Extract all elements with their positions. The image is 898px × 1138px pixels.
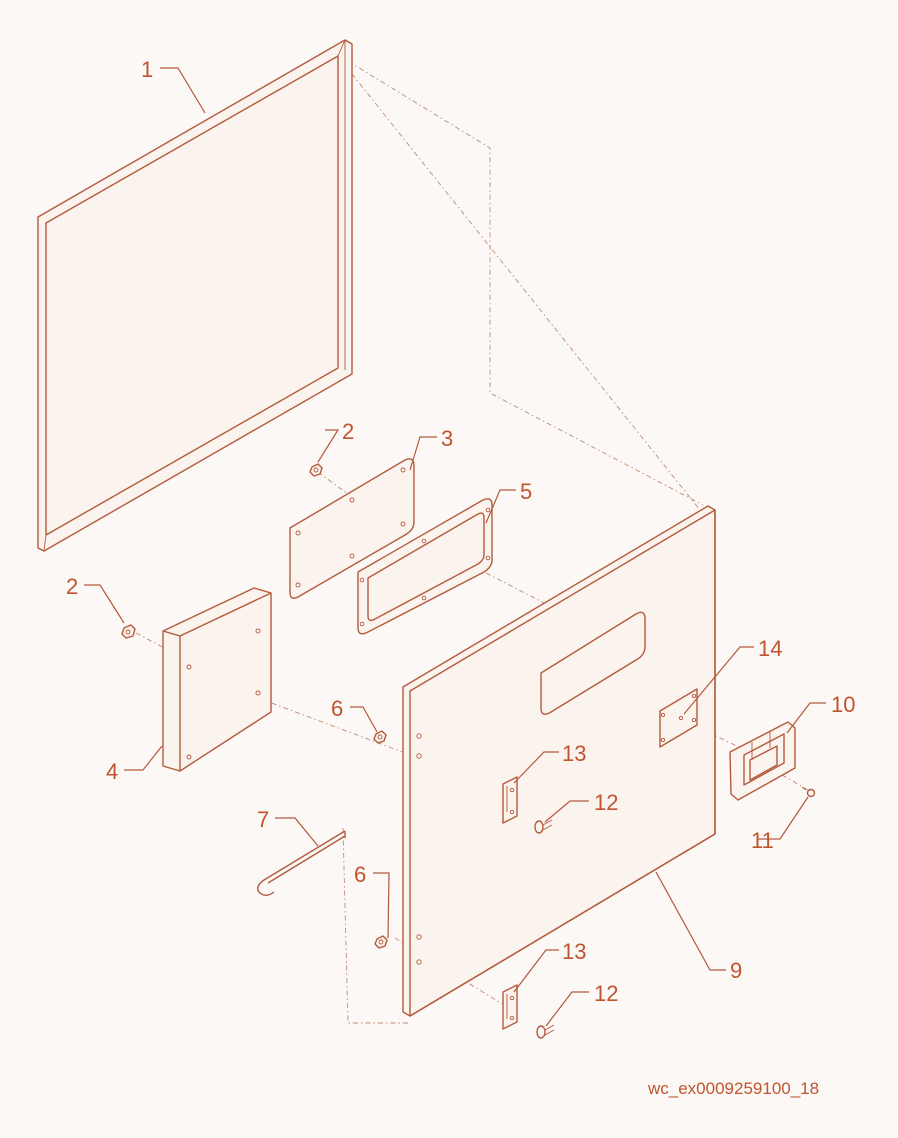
callout-10: 10 <box>831 692 855 717</box>
callout-1: 1 <box>141 57 153 82</box>
part-6-nut-upper <box>373 730 387 744</box>
callout-12-upper: 12 <box>594 790 618 815</box>
part-2-nut-upper <box>309 463 323 477</box>
callout-13-upper: 13 <box>562 741 586 766</box>
part-6-nut-lower <box>374 935 388 949</box>
part-13-hinge-lower <box>502 984 518 1030</box>
callout-6-lower: 6 <box>354 862 366 887</box>
part-5-gasket <box>357 498 493 635</box>
callout-11: 11 <box>751 828 774 853</box>
part-10-latch <box>729 721 796 801</box>
callout-4: 4 <box>106 759 118 784</box>
callout-13-lower: 13 <box>562 939 586 964</box>
part-2-nut-left <box>121 624 136 639</box>
callout-5: 5 <box>520 479 532 504</box>
callout-labels: 1 2 3 5 2 4 6 7 6 13 12 13 12 9 14 10 11 <box>66 57 855 1006</box>
callout-2-left: 2 <box>66 574 78 599</box>
drawing-reference-number: wc_ex0009259100_18 <box>648 1079 820 1098</box>
part-12-pin-lower <box>536 1024 555 1039</box>
callout-7: 7 <box>257 807 269 832</box>
callout-2-upper: 2 <box>342 419 354 444</box>
part-4-box <box>162 587 272 772</box>
callout-9: 9 <box>730 958 742 983</box>
callout-3: 3 <box>441 426 453 451</box>
part-14-label-plate <box>659 688 698 748</box>
part-3-plate <box>289 458 415 599</box>
part-9-door-panel <box>402 505 716 1017</box>
callout-6-upper: 6 <box>331 696 343 721</box>
callout-12-lower: 12 <box>594 981 618 1006</box>
callout-14: 14 <box>758 636 782 661</box>
part-12-pin-upper <box>534 819 553 834</box>
part-1-frame <box>37 39 353 552</box>
leader-lines <box>84 67 826 1027</box>
part-11-screw <box>801 786 816 798</box>
part-13-hinge-upper <box>502 776 518 824</box>
part-7-rod <box>257 830 346 896</box>
